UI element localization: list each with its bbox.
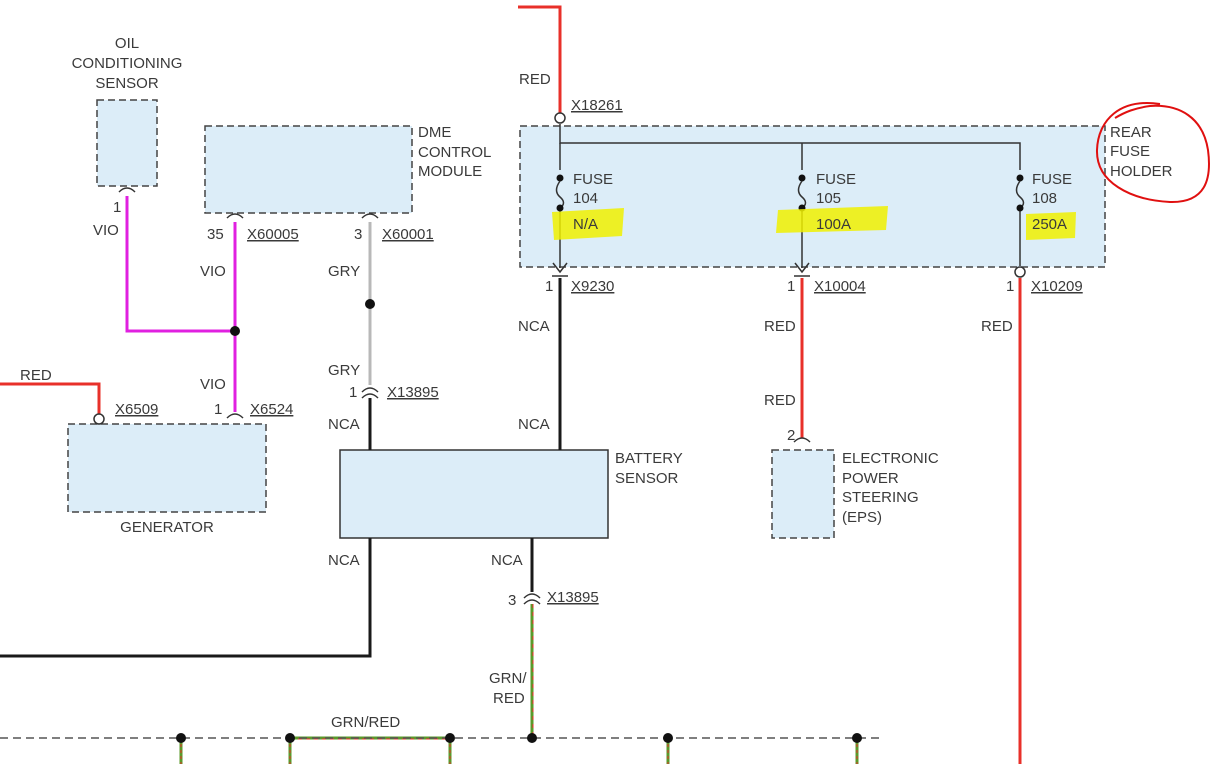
- wire-label-red-top: RED: [519, 71, 551, 88]
- highlight-fuse-108: [1026, 212, 1076, 240]
- eps-label-3: STEERING: [842, 489, 919, 506]
- connector-x60001: X60001: [382, 226, 434, 243]
- pin-oil: 1: [113, 199, 121, 216]
- eps-label-2: POWER: [842, 470, 899, 487]
- connector-x9230: X9230: [571, 278, 614, 295]
- pin-x13895-bottom: 3: [508, 592, 516, 609]
- fuse-104-label: FUSE: [573, 171, 613, 188]
- highlight-fuse-104: [552, 208, 624, 240]
- battery-sensor-label-1: BATTERY: [615, 450, 683, 467]
- dme-label-1: DME: [418, 124, 451, 141]
- eps-label-4: (EPS): [842, 509, 882, 526]
- wire-label-gry-2: GRY: [328, 362, 360, 379]
- wire-label-nca-5: NCA: [491, 552, 523, 569]
- connector-x10004: X10004: [814, 278, 866, 295]
- wire-label-grn-red-bus: GRN/RED: [331, 714, 400, 731]
- wire-label-red-eps-2: RED: [764, 392, 796, 409]
- connector-x13895-top: X13895: [387, 384, 439, 401]
- rear-fuse-holder-label-2: FUSE: [1110, 143, 1150, 160]
- dme-label-2: CONTROL: [418, 144, 491, 161]
- pin-dme-3: 3: [354, 226, 362, 243]
- battery-sensor-label-2: SENSOR: [615, 470, 679, 487]
- fuse-105-label: FUSE: [816, 171, 856, 188]
- pin-x6524: 1: [214, 401, 222, 418]
- connector-x13895-bottom: X13895: [547, 589, 599, 606]
- wire-label-nca-1: NCA: [518, 318, 550, 335]
- fuse-104-symbol: [555, 174, 565, 212]
- pin-dme-35: 35: [207, 226, 224, 243]
- rear-fuse-holder-box: [519, 125, 1106, 268]
- bus-drops: [179, 738, 859, 764]
- wire-nca-ground: [0, 538, 372, 658]
- splice-dots: [176, 299, 862, 743]
- connector-x18261: X18261: [571, 97, 623, 114]
- wire-label-nca-3: NCA: [328, 416, 360, 433]
- wire-label-vio-3: VIO: [200, 376, 226, 393]
- wire-label-gry-1: GRY: [328, 263, 360, 280]
- connector-x6509: X6509: [115, 401, 158, 418]
- fuse-busbar: [559, 124, 1021, 170]
- rear-fuse-holder-label-3: HOLDER: [1110, 163, 1173, 180]
- oil-sensor-label-2: CONDITIONING: [72, 55, 183, 72]
- dme-label-3: MODULE: [418, 163, 482, 180]
- pin-x10004: 1: [787, 278, 795, 295]
- wire-label-nca-2: NCA: [518, 416, 550, 433]
- rear-fuse-holder-label-1: REAR: [1110, 124, 1152, 141]
- eps-label-1: ELECTRONIC: [842, 450, 939, 467]
- wire-label-red-left: RED: [20, 367, 52, 384]
- pin-x9230: 1: [545, 278, 553, 295]
- connector-symbols: [93, 112, 1026, 605]
- pin-x10209: 1: [1006, 278, 1014, 295]
- wire-label-red-108: RED: [981, 318, 1013, 335]
- wire-label-nca-4: NCA: [328, 552, 360, 569]
- oil-sensor-label-3: SENSOR: [95, 75, 159, 92]
- connector-x10209: X10209: [1031, 278, 1083, 295]
- wire-label-grn-red-2: RED: [493, 690, 525, 707]
- fuse-108-symbol: [1015, 174, 1025, 212]
- wire-label-vio-2: VIO: [200, 263, 226, 280]
- fuse-108-label: FUSE: [1032, 171, 1072, 188]
- wire-vio-oil: [125, 196, 235, 333]
- generator-box: [67, 423, 267, 513]
- fuse-105-rating: 100A: [816, 216, 851, 233]
- fuse-104-number: 104: [573, 190, 598, 207]
- pin-eps: 2: [787, 427, 795, 444]
- generator-label: GENERATOR: [120, 519, 214, 536]
- wire-label-grn-red-1: GRN/: [489, 670, 527, 687]
- wire-red-top: [518, 5, 562, 118]
- connector-x6524: X6524: [250, 401, 293, 418]
- highlight-fuse-105: [776, 206, 888, 233]
- fuse-105-number: 105: [816, 190, 841, 207]
- oil-sensor-box: [96, 99, 158, 187]
- fuse-108-number: 108: [1032, 190, 1057, 207]
- dme-control-module-box: [204, 125, 413, 214]
- oil-sensor-label-1: OIL: [115, 35, 139, 52]
- wire-label-red-eps-1: RED: [764, 318, 796, 335]
- annotation-circle: [1095, 102, 1210, 204]
- wire-label-vio-1: VIO: [93, 222, 119, 239]
- connector-x60005: X60005: [247, 226, 299, 243]
- pin-x13895-top: 1: [349, 384, 357, 401]
- eps-box: [771, 449, 835, 539]
- battery-sensor-box: [339, 449, 609, 539]
- fuse-108-rating: 250A: [1032, 216, 1067, 233]
- fuse-104-rating: N/A: [573, 216, 598, 233]
- wire-red-generator: [0, 382, 101, 414]
